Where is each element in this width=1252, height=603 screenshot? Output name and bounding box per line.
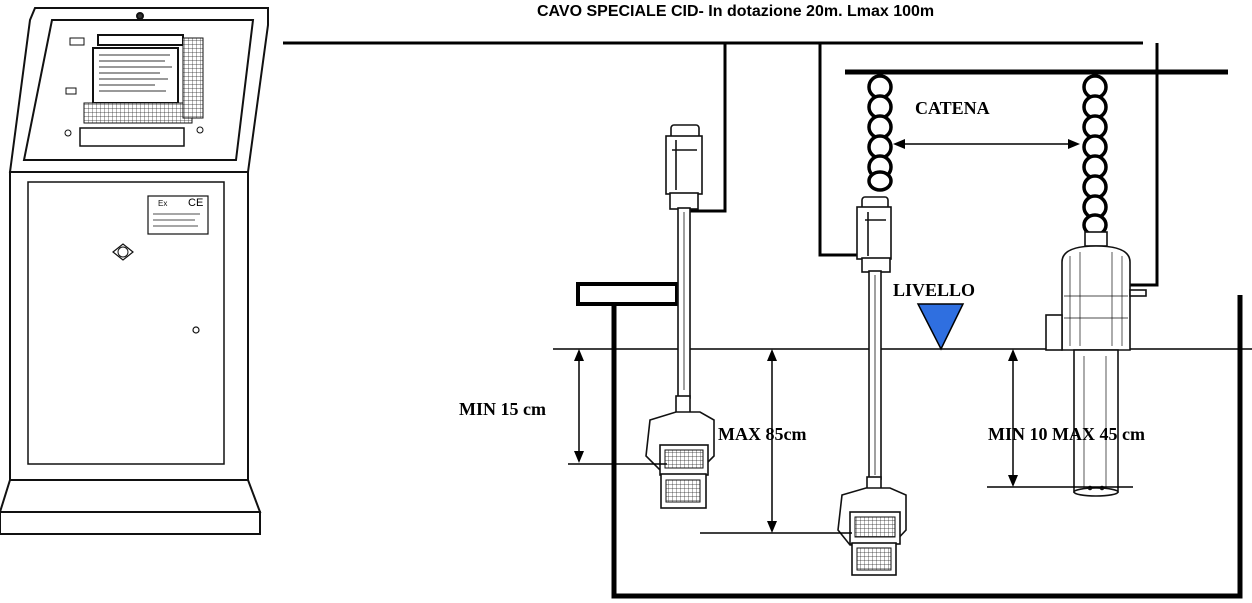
electrode-sensor-icon xyxy=(1045,231,1147,497)
submersible-probe-icon-1 xyxy=(645,124,715,509)
dimension-min15-label: MIN 15 cm xyxy=(459,399,546,419)
dimension-max85-label: MAX 85cm xyxy=(718,424,807,444)
tank-flange xyxy=(576,282,679,306)
control-cabinet-icon: Ex xyxy=(0,7,269,535)
level-label: LIVELLO xyxy=(893,280,976,300)
dimension-min15 xyxy=(568,349,667,465)
dimension-min10-max45-label: MIN 10 MAX 45 cm xyxy=(988,424,1145,444)
dimension-max85 xyxy=(700,349,852,534)
submersible-probe-icon-2 xyxy=(837,196,907,576)
cable-label: CAVO SPECIALE CID- In dotazione 20m. Lma… xyxy=(537,3,935,20)
chain-label: CATENA xyxy=(915,98,990,118)
tank-walls xyxy=(611,295,1243,599)
dimension-min10-max45 xyxy=(987,349,1133,488)
level-triangle-icon xyxy=(916,303,965,351)
cabinet-badge-label: CE xyxy=(188,197,204,209)
svg-text:Ex: Ex xyxy=(158,199,167,208)
chain-icon xyxy=(867,74,1108,237)
chain-dimension-arrow xyxy=(893,139,1080,149)
